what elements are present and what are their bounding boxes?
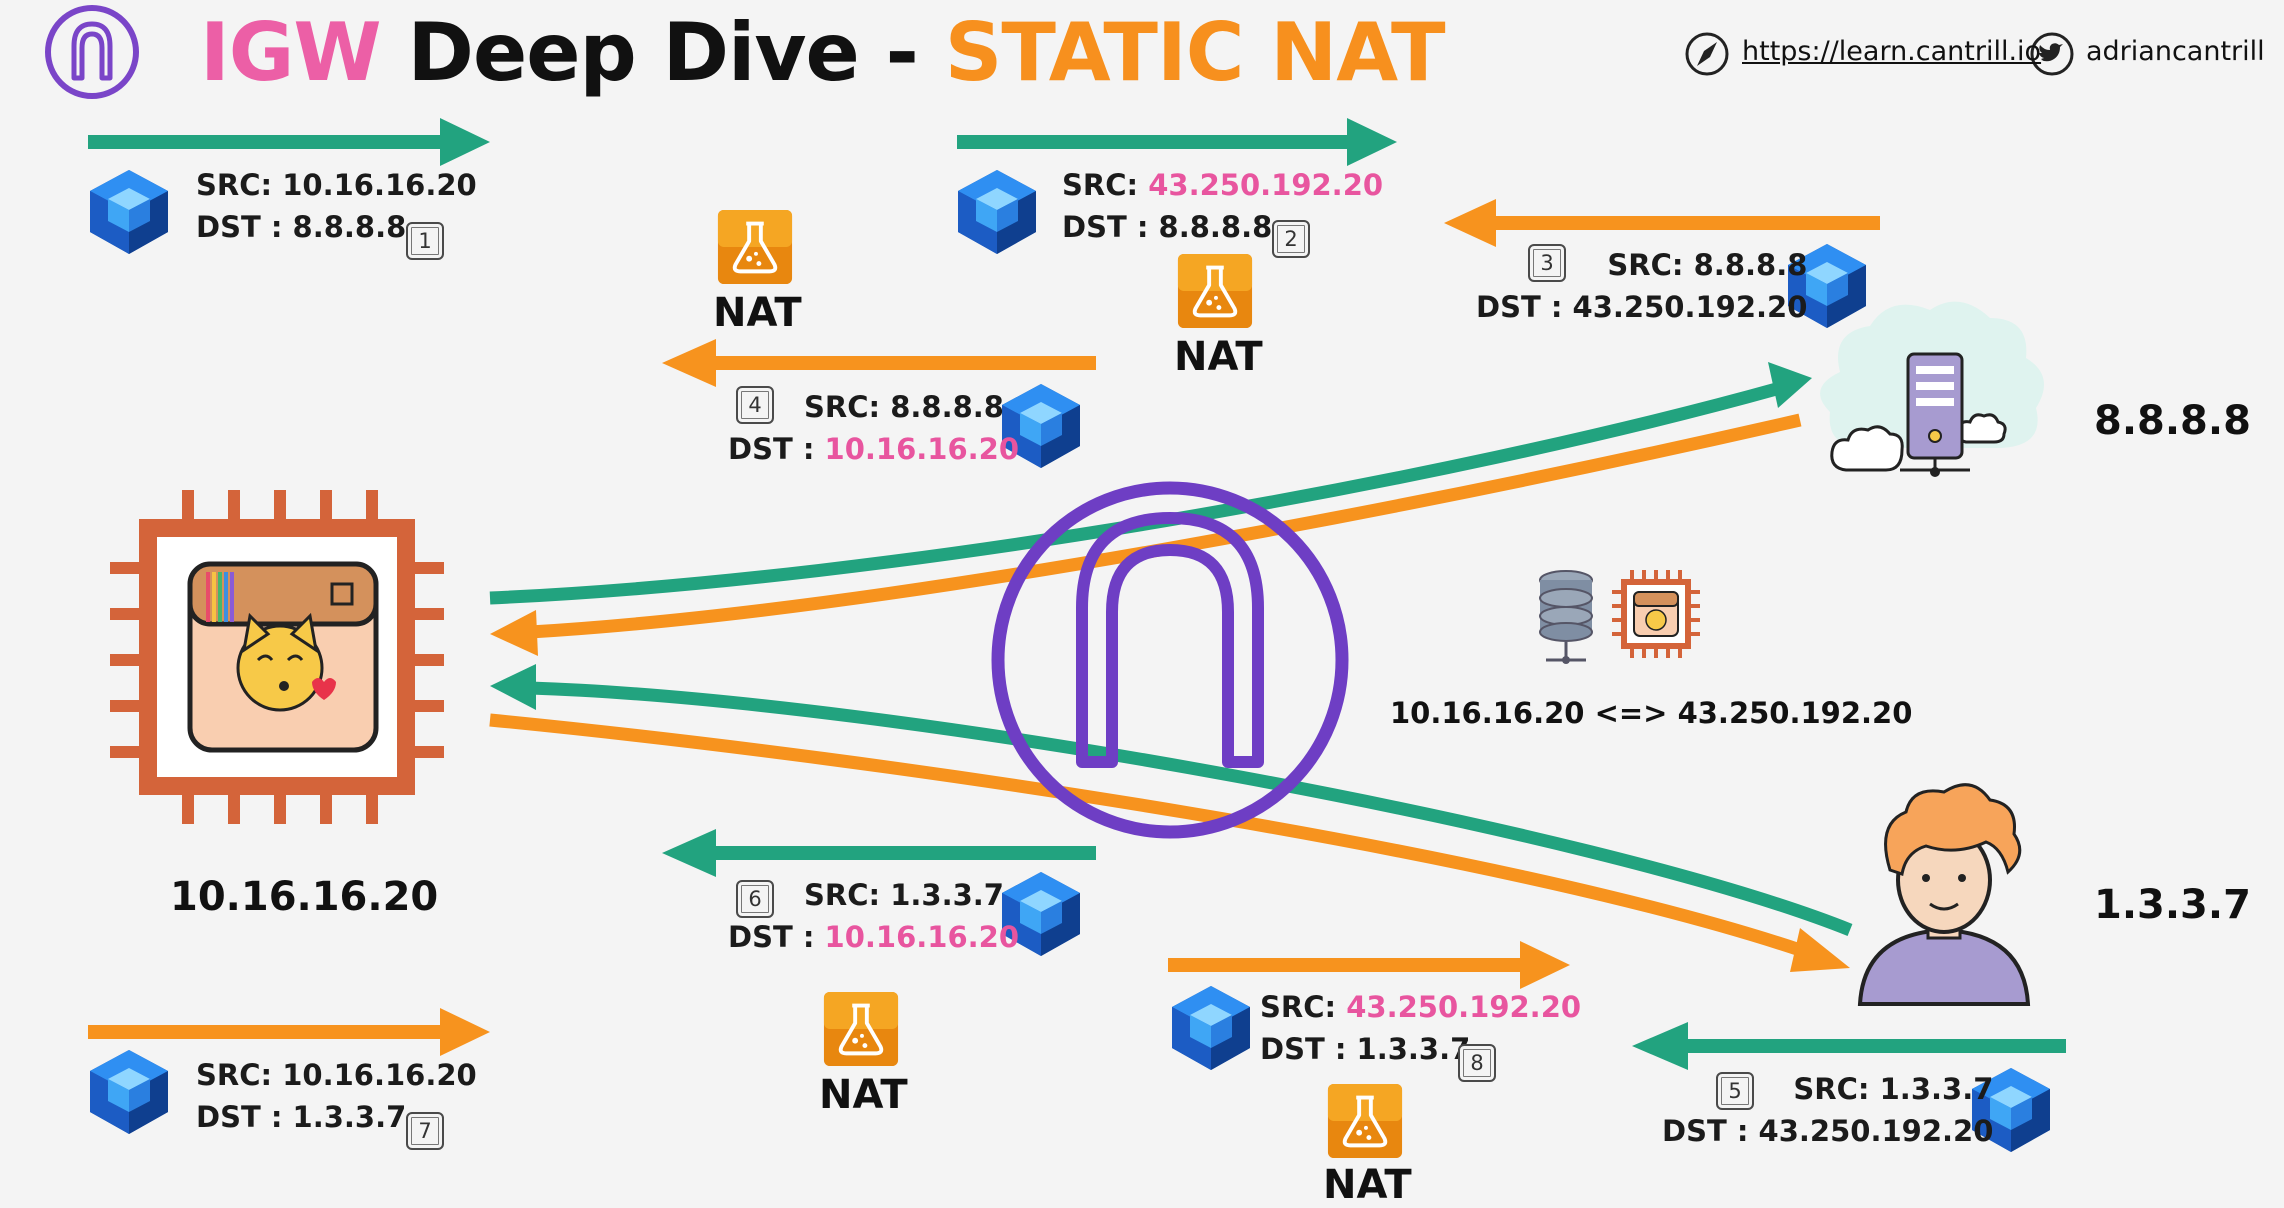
dns-server-icon (1820, 301, 2044, 477)
packet-dst: 8.8.8.8 (1158, 210, 1273, 244)
packet-dst: 8.8.8.8 (292, 210, 407, 244)
packet-src: 10.16.16.20 (282, 168, 477, 202)
packet-label-4: SRC: 8.8.8.8 DST : 10.16.16.20 (728, 390, 1020, 466)
packet-cube-icon-7 (90, 1050, 168, 1134)
flow-to-dns (489, 362, 1812, 605)
nat-label-a: NAT (713, 290, 802, 336)
nat-label-d: NAT (1323, 1162, 1412, 1208)
nat-flask-icon-a (716, 208, 794, 286)
database-icon (1539, 570, 1593, 664)
packet-src: 43.250.192.20 (1346, 990, 1582, 1024)
step-badge-4: 4 (736, 386, 774, 424)
nat-flask-icon-c (822, 990, 900, 1068)
packet-cube-icon-8 (1172, 986, 1250, 1070)
internet-gateway-icon (991, 481, 1349, 839)
packet-src: 8.8.8.8 (1693, 248, 1808, 282)
title-igw: IGW (200, 6, 382, 99)
packet-src: 8.8.8.8 (890, 390, 1004, 424)
twitter-handle[interactable]: adriancantrill (2086, 36, 2265, 67)
step-badge-3: 3 (1528, 244, 1566, 282)
user-avatar-icon (1857, 783, 2031, 1006)
nat-label-b: NAT (1174, 334, 1263, 380)
arrow-step-3 (1444, 199, 1880, 247)
arrow-step-8 (1168, 941, 1570, 989)
packet-label-3: SRC: 8.8.8.8 DST : 43.250.192.20 (1476, 248, 1808, 324)
packet-cube-icon-2 (958, 170, 1036, 254)
packet-dst: 1.3.3.7 (1356, 1032, 1471, 1066)
packet-label-2: SRC: 43.250.192.20 DST : 8.8.8.8 (1062, 168, 1384, 244)
compass-icon (1685, 32, 1729, 76)
small-instance-icon (1612, 570, 1700, 658)
arrow-step-7 (88, 1008, 490, 1056)
flow-from-user (490, 664, 1853, 937)
packet-src: 43.250.192.20 (1148, 168, 1384, 202)
packet-dst: 1.3.3.7 (292, 1100, 407, 1134)
nat-flask-icon-b (1176, 252, 1254, 330)
packet-src: 10.16.16.20 (282, 1058, 477, 1092)
nat-flask-icon-d (1326, 1082, 1404, 1160)
packet-label-6: SRC: 1.3.3.7 DST : 10.16.16.20 (728, 878, 1020, 954)
packet-label-1: SRC: 10.16.16.20 DST : 8.8.8.8 (196, 168, 477, 244)
step-badge-7: 7 (406, 1112, 444, 1150)
title-deep-dive: Deep Dive - (407, 6, 919, 99)
user-ip-label: 1.3.3.7 (2094, 882, 2251, 928)
step-badge-6: 6 (736, 880, 774, 918)
packet-src: 1.3.3.7 (890, 878, 1004, 912)
static-nat-mapping: 10.16.16.20 <=> 43.250.192.20 (1390, 696, 1913, 730)
arrow-step-5 (1632, 1022, 2066, 1070)
packet-cube-icon-1 (90, 170, 168, 254)
packet-src: 1.3.3.7 (1879, 1072, 1994, 1106)
step-badge-8: 8 (1458, 1044, 1496, 1082)
arrow-step-2 (957, 118, 1397, 166)
title-static-nat: STATIC NAT (944, 6, 1446, 99)
dns-ip-label: 8.8.8.8 (2094, 398, 2251, 444)
flow-from-dns (490, 413, 1802, 656)
flow-to-user (489, 713, 1850, 972)
packet-dst: 43.250.192.20 (1758, 1114, 1994, 1148)
step-badge-5: 5 (1716, 1072, 1754, 1110)
igw-logo-icon (45, 5, 139, 99)
arrow-step-4 (662, 339, 1096, 387)
ec2-instance-icon (110, 490, 444, 824)
arrow-step-1 (88, 118, 490, 166)
learn-link[interactable]: https://learn.cantrill.io (1742, 36, 2042, 67)
packet-dst: 43.250.192.20 (1572, 290, 1808, 324)
instance-ip-label: 10.16.16.20 (170, 874, 439, 920)
packet-dst: 10.16.16.20 (824, 920, 1020, 954)
packet-dst: 10.16.16.20 (824, 432, 1020, 466)
packet-label-5: SRC: 1.3.3.7 DST : 43.250.192.20 (1662, 1072, 1994, 1148)
packet-label-7: SRC: 10.16.16.20 DST : 1.3.3.7 (196, 1058, 477, 1134)
page-title: IGW Deep Dive - STATIC NAT (200, 6, 1446, 99)
nat-label-c: NAT (819, 1072, 908, 1118)
step-badge-2: 2 (1272, 220, 1310, 258)
twitter-icon (2030, 32, 2074, 76)
step-badge-1: 1 (406, 222, 444, 260)
arrow-step-6 (662, 829, 1096, 877)
packet-label-8: SRC: 43.250.192.20 DST : 1.3.3.7 (1260, 990, 1582, 1066)
